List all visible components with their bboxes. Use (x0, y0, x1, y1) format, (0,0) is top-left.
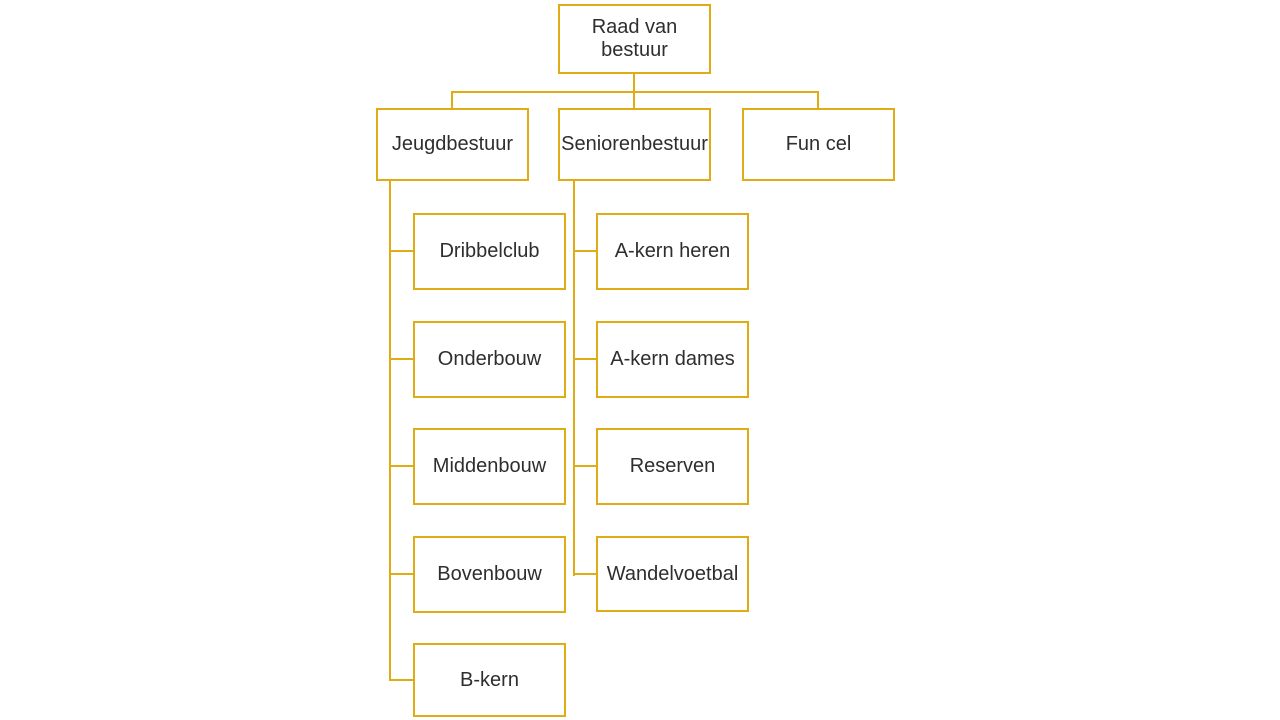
org-node-dribbelclub: Dribbelclub (413, 213, 566, 290)
org-node-label: Middenbouw (432, 455, 547, 477)
org-node-middenbouw: Middenbouw (413, 428, 566, 505)
org-node-label: Seniorenbestuur (561, 133, 708, 155)
org-node-label: A-kern dames (610, 348, 735, 370)
org-node-jeugdbestuur: Jeugdbestuur (376, 108, 529, 181)
org-node-label: Wandelvoetbal (606, 562, 739, 585)
org-node-label: Reserven (629, 455, 716, 477)
connector-jeugdbestuur-spine (389, 181, 391, 681)
org-node-bovenbouw: Bovenbouw (413, 536, 566, 613)
org-node-label: Fun cel (785, 133, 852, 155)
connector-drop-jeugdbestuur (451, 91, 453, 108)
connector-elbow-bovenbouw (389, 573, 414, 575)
org-node-label: A-kern heren (614, 240, 731, 262)
connector-elbow-onderbouw (389, 358, 414, 360)
connector-drop-fun-cel (817, 91, 819, 108)
org-node-label: Raad van bestuur (591, 16, 678, 61)
connector-root-horizontal (451, 91, 819, 93)
org-node-fun-cel: Fun cel (742, 108, 895, 181)
org-node-label: Dribbelclub (439, 240, 540, 262)
org-node-label: Bovenbouw (437, 563, 542, 585)
org-node-label: Jeugdbestuur (391, 133, 514, 155)
org-node-b-kern: B-kern (413, 643, 566, 717)
connector-root-vertical (633, 74, 635, 93)
org-node-a-kern-dames: A-kern dames (596, 321, 749, 398)
connector-elbow-reserven (573, 465, 597, 467)
connector-elbow-wandelvoetbal (573, 573, 597, 575)
connector-drop-seniorenbestuur (633, 91, 635, 108)
org-node-wandelvoetbal: Wandelvoetbal (596, 536, 749, 612)
org-node-seniorenbestuur: Seniorenbestuur (558, 108, 711, 181)
connector-elbow-middenbouw (389, 465, 414, 467)
org-node-label: Onderbouw (437, 348, 542, 370)
org-node-onderbouw: Onderbouw (413, 321, 566, 398)
connector-elbow-b-kern (389, 679, 414, 681)
connector-elbow-a-kern-heren (573, 250, 597, 252)
org-node-label: B-kern (460, 668, 519, 691)
org-node-reserven: Reserven (596, 428, 749, 505)
connector-seniorenbestuur-spine (573, 181, 575, 576)
connector-elbow-a-kern-dames (573, 358, 597, 360)
connector-elbow-dribbelclub (389, 250, 414, 252)
org-node-a-kern-heren: A-kern heren (596, 213, 749, 290)
org-node-raad-van-bestuur: Raad van bestuur (558, 4, 711, 74)
